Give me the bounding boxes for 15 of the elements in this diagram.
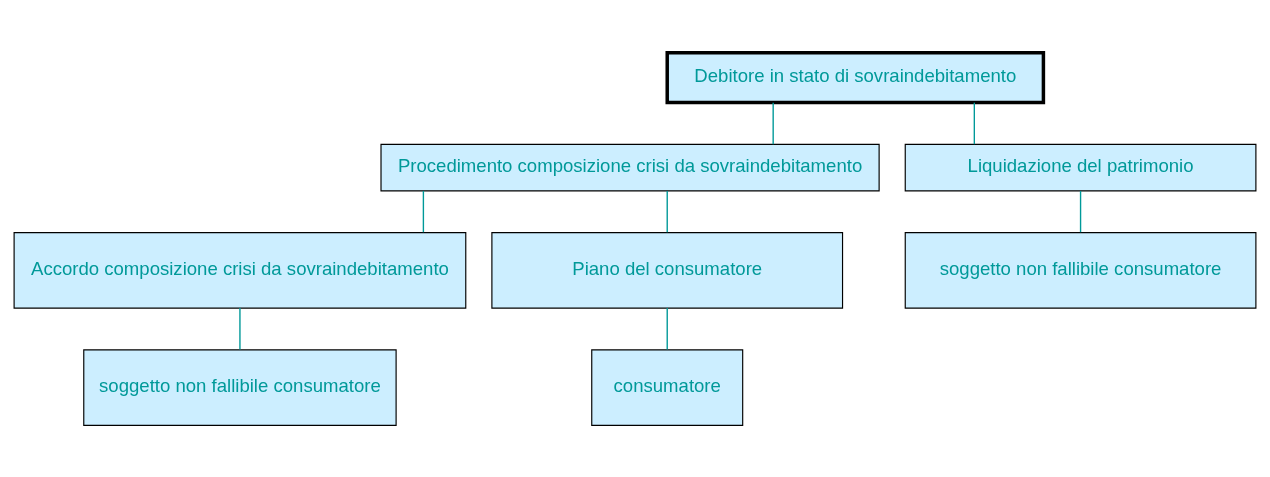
node-box: Debitore in stato di sovraindebitamento [665, 50, 1046, 104]
node-box: Liquidazione del patrimonio [904, 143, 1257, 191]
connector [239, 306, 241, 350]
connector [666, 306, 668, 350]
node-box: Accordo composizione crisi da sovraindebitamento [13, 231, 467, 309]
node-box: soggetto non fallibile consumatore [83, 348, 397, 426]
connector [1079, 189, 1082, 233]
node-box: soggetto non fallibile consumatore [904, 231, 1257, 309]
node-box: consumatore [591, 348, 744, 426]
connector [422, 189, 425, 233]
connector [772, 101, 774, 145]
node-box: Procedimento composizione crisi da sovraindebitamento [380, 143, 880, 191]
connector [973, 101, 976, 145]
connector [666, 189, 668, 233]
node-box: Piano del consumatore [491, 231, 844, 309]
